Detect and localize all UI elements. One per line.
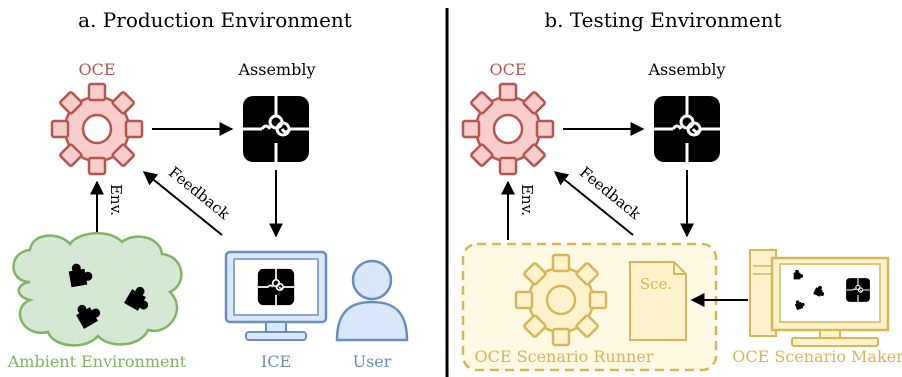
testing-oce-gear-icon <box>461 82 555 176</box>
ice-monitor-icon <box>224 250 328 341</box>
ambient-environment-label: Ambient Environment <box>7 352 187 371</box>
user-label: User <box>353 352 392 371</box>
production-feedback-label: Feedback <box>165 163 234 223</box>
scenario-runner-label: OCE Scenario Runner <box>475 347 654 366</box>
user-icon <box>335 259 409 342</box>
scenario-runner-gear-icon <box>514 253 608 347</box>
testing-env-label: Env. <box>518 184 536 216</box>
production-env-label: Env. <box>107 184 125 216</box>
scenario-document-label: Sce. <box>640 275 672 293</box>
testing-feedback-label: Feedback <box>576 163 645 223</box>
scenario-document-icon <box>629 261 687 341</box>
ambient-environment-cloud-icon <box>12 232 183 347</box>
scenario-maker-computer-icon <box>749 249 890 347</box>
testing-title: b. Testing Environment <box>544 8 781 32</box>
testing-oce-label: OCE <box>489 60 526 79</box>
production-oce-label: OCE <box>78 60 115 79</box>
production-title: a. Production Environment <box>78 8 352 32</box>
testing-assembly-label: Assembly <box>647 60 725 79</box>
testing-assembly-puzzle-icon <box>652 94 722 164</box>
production-feedback-arrow <box>142 171 223 236</box>
production-assembly-label: Assembly <box>237 60 315 79</box>
scenario-maker-label: OCE Scenario Maker <box>732 347 902 366</box>
production-assembly-puzzle-icon <box>241 94 311 164</box>
testing-feedback-arrow <box>553 171 634 236</box>
ice-label: ICE <box>261 352 291 371</box>
production-oce-gear-icon <box>50 82 144 176</box>
